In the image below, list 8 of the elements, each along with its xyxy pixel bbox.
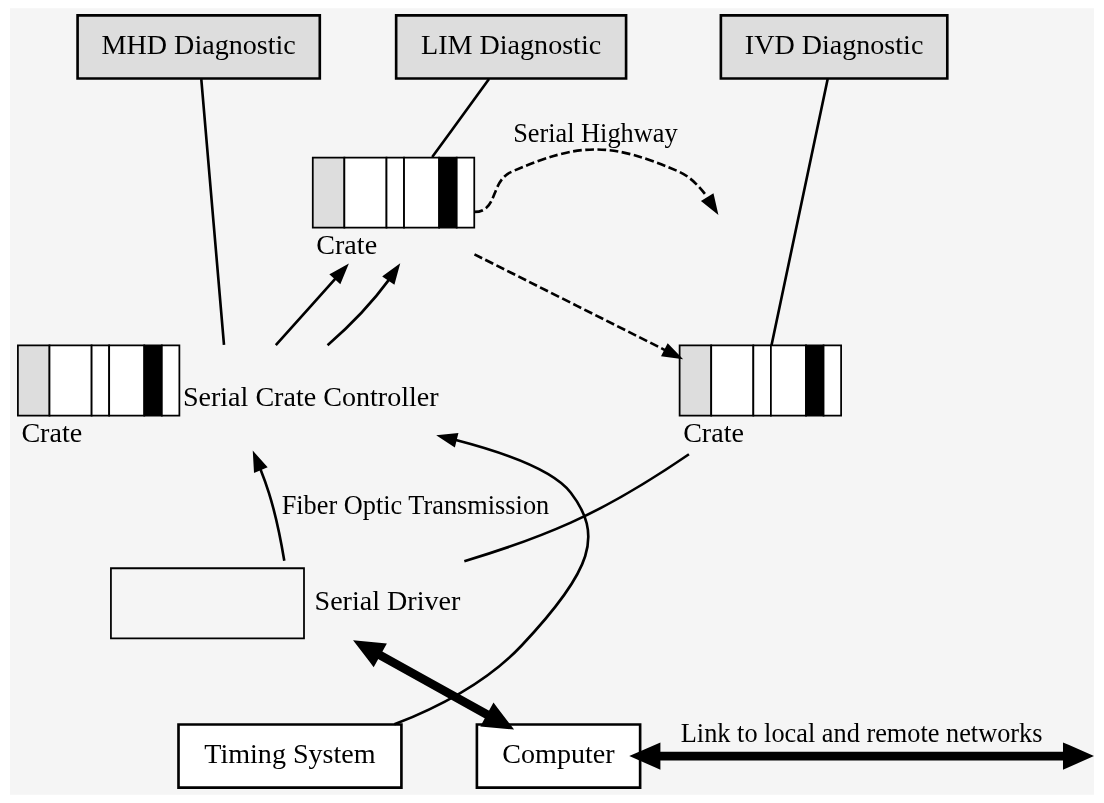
edge-label: Fiber Optic Transmission [281,490,550,520]
node-label: Serial Driver [314,585,461,617]
node-label: Crate [683,416,744,448]
node-label: Crate [21,416,83,448]
edge-label: Serial Highway [513,118,678,148]
node-label: Crate [316,228,378,260]
node-label: Serial Crate Controller [182,381,439,413]
edge-label: Link to local and remote networks [680,719,1043,749]
